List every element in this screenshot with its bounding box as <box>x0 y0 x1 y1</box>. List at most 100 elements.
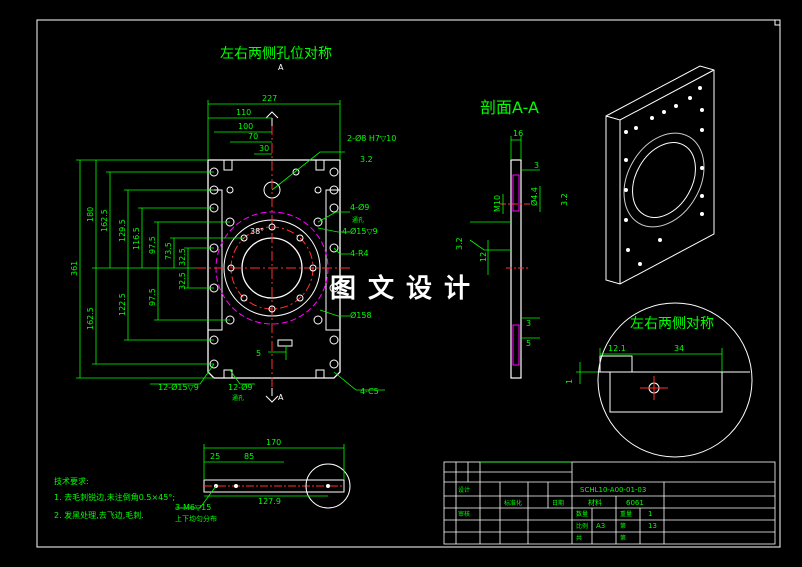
note-thru2: 通孔 <box>232 394 244 402</box>
iso-plate-edges <box>605 69 715 284</box>
tb-page: 第 <box>620 534 626 542</box>
dim-116-5: 116.5 <box>132 227 141 250</box>
drawing-frame <box>36 19 781 548</box>
tb-size: A3 <box>596 522 605 530</box>
section-plate <box>510 159 522 379</box>
title-block-texts: SCHL10-A00-01-03 材料 6061 设计 审核 标准化 日期 数量… <box>458 486 657 542</box>
frame-corner-mark <box>774 19 781 26</box>
front-view-title: 左右两侧孔位对称 <box>220 46 332 62</box>
iso-flange <box>623 132 705 228</box>
dim-32-5-mid: 32.5 <box>178 272 187 290</box>
left-boss <box>208 189 223 331</box>
strip-note-tap2: 上下均匀分布 <box>175 514 217 523</box>
sec-dim-3: 3 <box>534 161 539 170</box>
note-holes-9: 4-Ø9 <box>350 202 369 212</box>
marker-a-bottom: A <box>278 393 284 402</box>
marker-a-top: A <box>278 63 284 72</box>
sec-dim-rough: 3.2 <box>560 193 569 206</box>
tb-design: 设计 <box>458 486 470 494</box>
note-chamfer: 4-C5 <box>360 387 379 396</box>
strip-dimension-texts: 170 25 85 127.9 3-M6▽15 上下均匀分布 <box>175 438 281 523</box>
tech-notes-line2: 2. 发黑处理,去飞边,毛刺. <box>54 510 144 520</box>
dim-122-5: 122.5 <box>118 293 127 316</box>
dim-73-5: 73.5 <box>164 242 173 260</box>
title-block <box>443 461 776 545</box>
tb-drawing-no: SCHL10-A00-01-03 <box>580 486 646 494</box>
strip-note-tap: 3-M6▽15 <box>175 503 211 512</box>
strip-dim-170: 170 <box>266 438 281 447</box>
bottom-notches <box>223 369 325 378</box>
watermark-text: 图文设计 <box>330 274 483 304</box>
sec-dim-12: 12 <box>479 252 488 262</box>
section-hatch-top <box>512 174 520 212</box>
iso-holes <box>624 86 704 266</box>
sec-dim-phi: Ø4.4 <box>529 187 539 206</box>
tb-std: 标准化 <box>504 499 522 507</box>
tb-size-label: 第 <box>620 522 626 530</box>
sec-dim-16: 16 <box>513 129 523 138</box>
section-arrow-bottom <box>265 388 279 403</box>
dim-32-5-top: 32.5 <box>178 248 187 266</box>
section-hatch-bottom <box>512 324 520 366</box>
detail-dim-34: 34 <box>674 344 684 353</box>
section-view: 16 3 M10 Ø4.4 3.2 3.2 12 3 5 剖面A-A <box>455 98 569 379</box>
tb-material-label: 材料 <box>588 498 602 507</box>
sec-dim-rough-b: 3.2 <box>455 237 464 250</box>
section-dimension-texts: 16 3 M10 Ø4.4 3.2 3.2 12 3 5 <box>455 129 569 348</box>
detail-step <box>599 355 633 373</box>
dim-227: 227 <box>262 94 277 103</box>
tb-sheet: 13 <box>648 522 657 530</box>
dim-129-5: 129.5 <box>118 219 127 242</box>
note-holes-h7: 2-Ø8 H7▽10 <box>347 133 396 143</box>
tech-notes: 技术要求: 1. 去毛刺锐边,未注倒角0.5×45°; 2. 发黑处理,去飞边,… <box>54 476 175 520</box>
dim-97-5-top: 97.5 <box>148 236 157 254</box>
dim-5: 5 <box>256 349 261 358</box>
dim-180: 180 <box>86 207 95 222</box>
note-holes-15-12: 12-Ø15▽9 <box>158 382 199 392</box>
section-arrow-top <box>265 111 279 126</box>
dim-162-5-top: 162.5 <box>100 209 109 232</box>
note-radius: 4-R4 <box>350 249 369 258</box>
tech-notes-line1: 1. 去毛刺锐边,未注倒角0.5×45°; <box>54 492 175 502</box>
note-holes-9-12: 12-Ø9 <box>228 382 252 392</box>
dim-361: 361 <box>70 261 79 276</box>
strip-holes <box>214 484 330 488</box>
note-thru: 通孔 <box>352 216 364 224</box>
slot <box>277 339 293 347</box>
dim-162-5-bot: 162.5 <box>86 307 95 330</box>
strip-detail-circle <box>305 463 351 509</box>
dim-angle: 38° <box>250 227 264 236</box>
detail-circle <box>597 302 753 458</box>
tb-material-value: 6061 <box>626 499 644 507</box>
tb-ratio: 比例 <box>576 522 588 530</box>
strip-dim-25: 25 <box>210 452 220 461</box>
front-view <box>196 111 350 403</box>
tech-notes-title: 技术要求: <box>54 476 89 486</box>
detail-dim-1: 1 <box>565 379 574 384</box>
sec-dim-5: 5 <box>526 339 531 348</box>
detail-profile <box>598 371 750 413</box>
title-block-frame <box>443 461 776 545</box>
tb-weight: 重量 <box>620 510 632 518</box>
strip-dimension-lines <box>175 444 345 509</box>
dim-70: 70 <box>248 132 258 141</box>
dim-30: 30 <box>259 144 269 153</box>
note-bore: Ø158 <box>350 310 372 320</box>
isometric-view <box>605 65 715 285</box>
section-dimension-lines <box>469 136 541 339</box>
dim-110: 110 <box>236 108 251 117</box>
top-notches <box>223 160 325 171</box>
sec-dim-3b: 3 <box>526 319 531 328</box>
tb-scale: 1 <box>648 510 652 518</box>
detail-view: 12.1 34 1 左右两侧对称 <box>565 302 753 458</box>
iso-plate-outline <box>605 65 715 285</box>
detail-dim-12-1: 12.1 <box>608 344 626 353</box>
dim-100: 100 <box>238 122 253 131</box>
note-holes-15: 4-Ø15▽9 <box>342 226 378 236</box>
strip-dim-127-9: 127.9 <box>258 497 281 506</box>
sec-dim-m10: M10 <box>493 195 502 212</box>
tb-date: 日期 <box>552 499 564 507</box>
dim-97-5-bot: 97.5 <box>148 288 157 306</box>
bottom-view: 170 25 85 127.9 3-M6▽15 上下均匀分布 <box>175 438 351 523</box>
